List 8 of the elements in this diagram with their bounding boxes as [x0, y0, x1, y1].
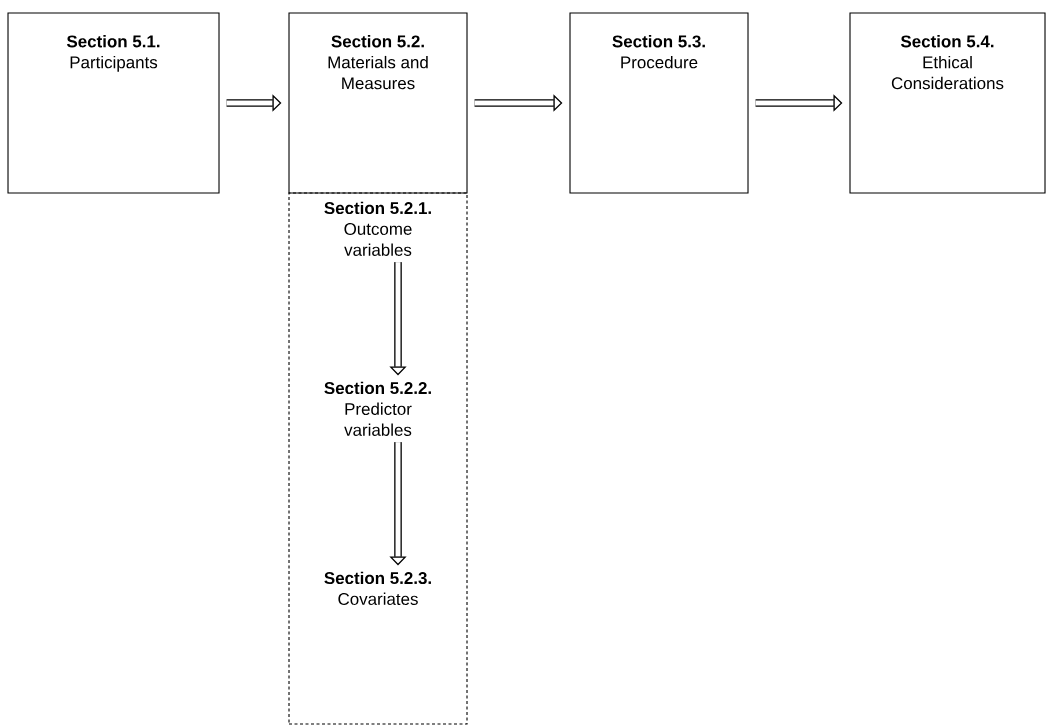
section-text: Section 5.2.2. Predictor variables	[324, 381, 431, 436]
section-box: Section 5.2. Materials and Measures	[288, 12, 468, 194]
section-text: Section 5.2.3. Covariates	[324, 571, 431, 605]
section-box: Section 5.3. Procedure	[569, 12, 749, 194]
section-text: Section 5.2.1. Outcome variables	[324, 201, 431, 256]
section-box: Section 5.4. Ethical Considerations	[849, 12, 1046, 194]
section-box: Section 5.1. Participants	[7, 12, 220, 194]
dashed-panel	[288, 192, 468, 725]
